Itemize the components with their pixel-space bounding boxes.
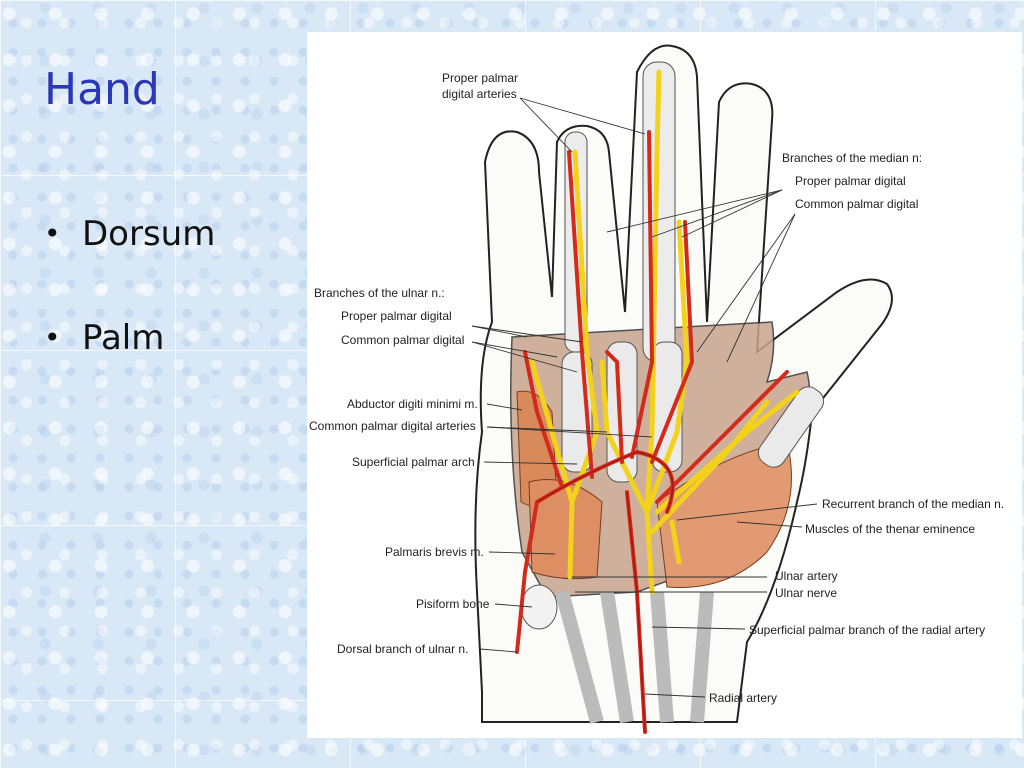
label-branches-ulnar: Branches of the ulnar n.: [314,286,445,300]
bullet-item: • Palm [44,316,215,420]
label-median-common: Common palmar digital [795,197,918,211]
label-median-proper: Proper palmar digital [795,174,906,188]
label-proper-palmar-arteries: Proper palmar [442,71,518,85]
bullet-text: Palm [82,318,165,358]
bullet-text: Dorsum [82,214,216,254]
label-recurrent-branch: Recurrent branch of the median n. [822,497,1004,511]
bullet-dot-icon: • [44,217,61,250]
label-palmaris-brevis: Palmaris brevis m. [385,545,484,559]
bullet-item: • Dorsum [44,212,215,316]
label-superficial-branch-radial: Superficial palmar branch of the radial … [749,623,985,637]
bullet-list: • Dorsum • Palm [44,212,215,420]
hand-illustration: Proper palmar digital arteries Branches … [309,44,1004,734]
nerves [529,69,800,595]
hand-anatomy-figure: Proper palmar digital arteries Branches … [307,32,1022,738]
label-ulnar-nerve: Ulnar nerve [775,586,837,600]
label-abductor: Abductor digiti minimi m. [347,397,478,411]
label-branches-median: Branches of the median n: [782,151,922,165]
label-common-arteries: Common palmar digital arteries [309,419,476,433]
slide-title: Hand [44,64,160,115]
pisiform-bone-shape [520,584,558,630]
bullet-dot-icon: • [44,321,61,354]
label-proper-palmar-arteries-line2: digital arteries [442,87,517,101]
palmaris-brevis-muscle [528,479,603,580]
label-radial-artery: Radial artery [709,691,777,705]
label-ulnar-common: Common palmar digital [341,333,464,347]
leader-lines [471,97,818,698]
wrist-tendons [555,590,714,724]
label-superficial-arch: Superficial palmar arch [352,455,475,469]
label-ulnar-artery: Ulnar artery [775,569,838,583]
label-thenar-muscles: Muscles of the thenar eminence [805,522,975,536]
label-ulnar-proper: Proper palmar digital [341,309,452,323]
label-pisiform: Pisiform bone [416,597,490,611]
tendon-thumb [757,386,825,468]
label-dorsal-branch-ulnar: Dorsal branch of ulnar n. [337,642,468,656]
